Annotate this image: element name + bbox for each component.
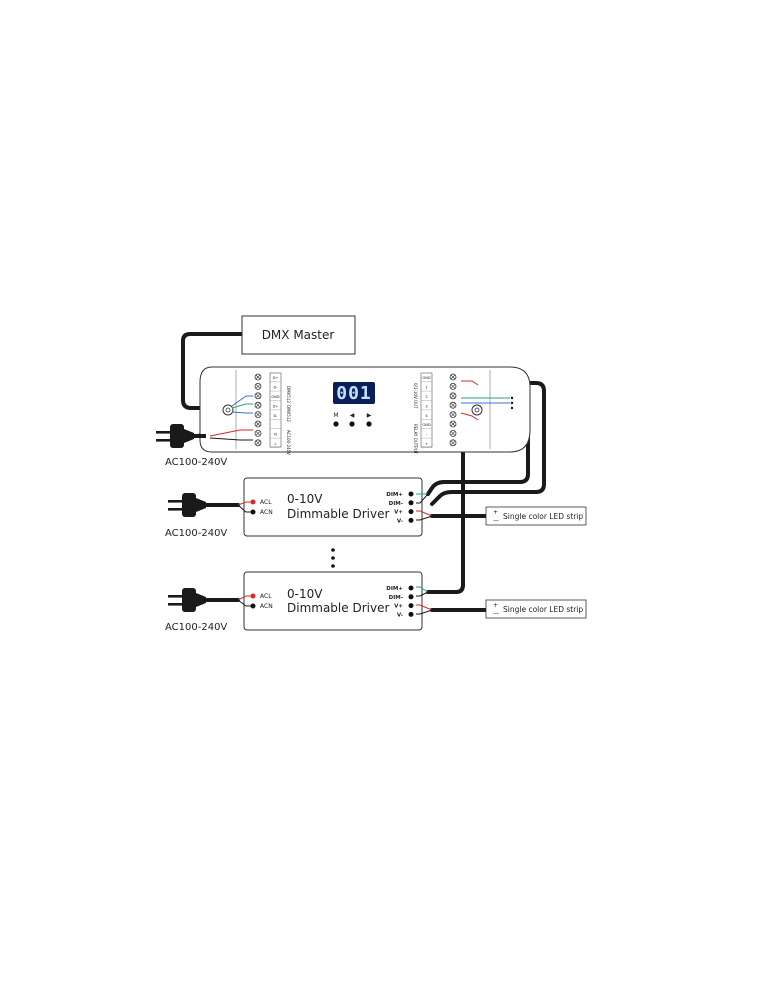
driver-2-acl-dot bbox=[250, 593, 256, 599]
left-group-label-2: AC100-240V bbox=[286, 430, 291, 455]
left-terminal-label-0: D+ bbox=[273, 376, 279, 380]
cable-dmx-master-to-decoder bbox=[181, 332, 244, 410]
led-strip-2-plus: + bbox=[493, 602, 498, 609]
led-strip-1-box bbox=[485, 506, 587, 526]
led-strip-2-label: Single color LED strip bbox=[503, 605, 583, 614]
left-terminal-label-7: L bbox=[274, 442, 276, 446]
led-strip-1-minus: — bbox=[493, 517, 499, 524]
button-label-m: M bbox=[333, 412, 338, 419]
dmx-master-label: DMX Master bbox=[262, 328, 335, 342]
decoder-unit: 001 M ◀ ▶ D+ D- GND D+ D- N L DMX512 DMX512 AC… bbox=[199, 366, 531, 455]
button-left[interactable] bbox=[349, 421, 355, 427]
power-plug-driver-1 bbox=[168, 493, 218, 517]
driver-1-output-terminal-1[interactable] bbox=[408, 500, 414, 506]
driver-1-output-terminal-2[interactable] bbox=[408, 509, 414, 515]
cable-driver-chain-vertical bbox=[426, 418, 472, 594]
driver-1-acl-dot bbox=[250, 499, 256, 505]
driver-2-box bbox=[243, 571, 423, 631]
power-label-driver-2: AC100-240V bbox=[165, 622, 227, 633]
led-strip-2: + — Single color LED strip bbox=[485, 599, 587, 619]
driver-2-output-terminal-3[interactable] bbox=[408, 611, 414, 617]
driver-2-output-label-2: V+ bbox=[394, 604, 403, 610]
led-strip-2-minus: — bbox=[493, 610, 499, 617]
driver-2-output-label-0: DIM+ bbox=[386, 586, 403, 592]
driver-2-output-terminal-2[interactable] bbox=[408, 603, 414, 609]
ellipsis-dot-1 bbox=[331, 548, 335, 552]
left-group-label-1: DMX512 bbox=[286, 405, 291, 422]
led-strip-2-box bbox=[485, 599, 587, 619]
driver-1-output-label-3: V- bbox=[397, 518, 403, 524]
driver-1-box bbox=[243, 477, 423, 537]
driver-1-output-label-2: V+ bbox=[394, 510, 403, 516]
driver-2-title: 0-10V bbox=[287, 587, 323, 601]
power-plug-decoder bbox=[156, 424, 206, 448]
left-terminal-label-4: D- bbox=[273, 414, 278, 418]
led-strip-1: + — Single color LED strip bbox=[485, 506, 587, 526]
right-terminal-label-3: 3 bbox=[425, 404, 427, 408]
driver-1: 0-10V Dimmable Driver ACL ACN DIM+ DIM- V+… bbox=[243, 477, 423, 537]
decoder-display-value: 001 bbox=[336, 383, 372, 404]
driver-1-acn-dot bbox=[250, 509, 256, 515]
ellipsis-dot-3 bbox=[331, 564, 335, 568]
decoder-display bbox=[333, 382, 375, 404]
led-strip-1-plus: + bbox=[493, 509, 498, 516]
power-label-driver-1: AC100-240V bbox=[165, 528, 227, 539]
right-terminal-label-5: GND bbox=[422, 423, 430, 427]
button-m[interactable] bbox=[333, 421, 339, 427]
right-group-label-0: 0/1-10V OUT bbox=[413, 383, 418, 409]
left-terminal-label-3: D+ bbox=[273, 404, 279, 408]
driver-1-output-terminal-3[interactable] bbox=[408, 517, 414, 523]
driver-2: 0-10V Dimmable Driver ACL ACN DIM+ DIM- V+… bbox=[243, 571, 423, 631]
ellipsis-dot-2 bbox=[331, 556, 335, 560]
driver-1-input-acn: ACN bbox=[260, 509, 273, 516]
left-terminal-label-2: GND bbox=[271, 395, 279, 399]
decoder-internal-wires bbox=[209, 380, 510, 441]
button-label-left: ◀ bbox=[350, 412, 355, 419]
driver-1-output-label-0: DIM+ bbox=[386, 492, 403, 498]
driver-1-output-terminal-0[interactable] bbox=[408, 491, 414, 497]
cable-decoder-out-to-driver2 bbox=[430, 381, 546, 506]
right-terminal-label-2: 2 bbox=[425, 395, 427, 399]
power-label-decoder: AC100-240V bbox=[165, 457, 227, 468]
decoder-housing bbox=[199, 366, 531, 453]
dmx-master-box bbox=[241, 315, 356, 355]
left-group-label-0: DMX512 bbox=[286, 386, 291, 403]
driver-1-subtitle: Dimmable Driver bbox=[287, 507, 389, 521]
right-terminal-label-4: 4 bbox=[425, 414, 428, 418]
driver-2-input-acn: ACN bbox=[260, 603, 273, 610]
right-terminal-label-0: GND bbox=[422, 376, 430, 380]
button-right[interactable] bbox=[366, 421, 372, 427]
led-strip-1-label: Single color LED strip bbox=[503, 512, 583, 521]
driver-1-title: 0-10V bbox=[287, 492, 323, 506]
dmx-master: DMX Master bbox=[241, 315, 356, 355]
driver-1-output-label-1: DIM- bbox=[389, 501, 403, 507]
driver-2-output-label-3: V- bbox=[397, 612, 403, 618]
driver-2-output-label-1: DIM- bbox=[389, 595, 403, 601]
driver-2-acn-dot bbox=[250, 603, 256, 609]
driver-1-input-acl: ACL bbox=[260, 499, 272, 506]
driver-2-input-acl: ACL bbox=[260, 593, 272, 600]
left-terminal-label-6: N bbox=[274, 433, 277, 437]
left-terminal-label-1: D- bbox=[273, 386, 278, 390]
button-label-right: ▶ bbox=[367, 412, 372, 419]
right-terminal-label-7: + bbox=[425, 442, 428, 446]
driver-2-output-terminal-1[interactable] bbox=[408, 594, 414, 600]
right-terminal-label-6: - bbox=[426, 433, 428, 437]
driver-2-output-terminal-0[interactable] bbox=[408, 585, 414, 591]
right-group-label-1: RELAY OUTPUT bbox=[413, 424, 418, 455]
driver-2-subtitle: Dimmable Driver bbox=[287, 601, 389, 615]
power-plug-driver-2 bbox=[168, 588, 218, 612]
left-terminal-block: D+ D- GND D+ D- N L DMX512 DMX512 AC100-240V bbox=[254, 372, 291, 455]
right-terminal-label-1: 1 bbox=[425, 386, 427, 390]
